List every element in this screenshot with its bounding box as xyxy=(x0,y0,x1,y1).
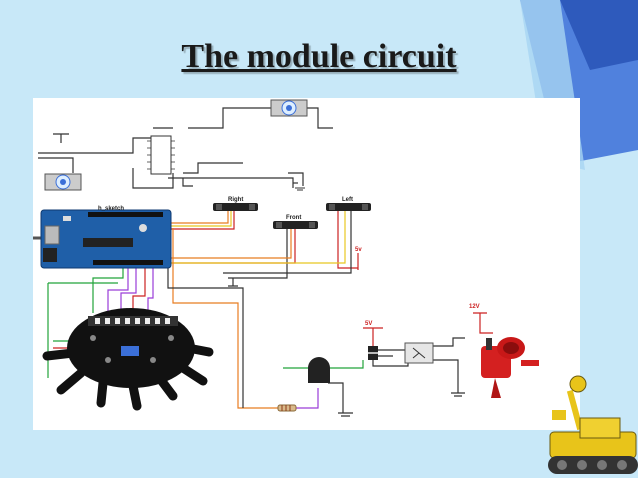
front-sensor: Front xyxy=(273,215,318,229)
right-sensor: Right xyxy=(213,197,258,211)
right-sensor-label: Right xyxy=(228,197,243,203)
solenoid xyxy=(481,337,539,398)
relay-supply-label: 5V xyxy=(365,321,372,327)
top-motor-icon xyxy=(270,99,308,117)
front-sensor-label: Front xyxy=(286,215,301,221)
left-sensor-label: Left xyxy=(342,197,353,203)
left-motor-icon xyxy=(44,173,82,191)
circuit-schematic: h_sketch Right Front Left 5v xyxy=(33,99,539,417)
relay xyxy=(404,342,434,364)
slide-title: The module circuit xyxy=(181,38,457,75)
ground-symbol xyxy=(295,187,305,191)
line-sensor-board xyxy=(42,308,214,411)
diode xyxy=(368,346,378,360)
left-sensor: Left xyxy=(326,197,371,211)
svg-text:h_sketch: h_sketch xyxy=(98,206,124,212)
resistor xyxy=(277,404,297,412)
robot-icon xyxy=(548,375,638,474)
coil-supply-label: 12V xyxy=(469,304,480,310)
sensor-supply-label: 5v xyxy=(355,247,362,253)
arduino-board: h_sketch xyxy=(40,206,172,269)
transistor xyxy=(308,357,330,383)
motor-driver-chip xyxy=(147,135,175,175)
circuit-diagram: h_sketch Right Front Left 5v xyxy=(33,98,580,430)
